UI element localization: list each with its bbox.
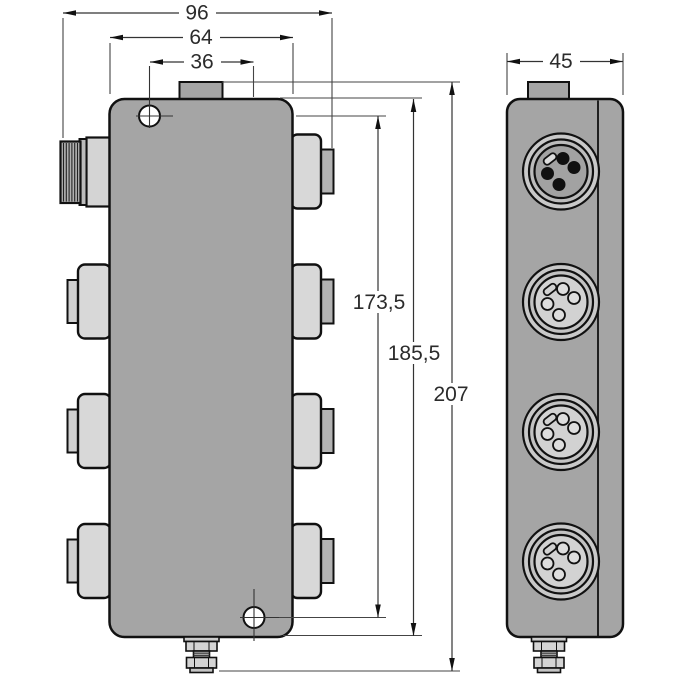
side-view: [505, 81, 625, 674]
dimension-body-height: 185,5: [386, 99, 443, 636]
dim-label-173-5: 173,5: [353, 291, 406, 314]
dim-label-185-5: 185,5: [388, 342, 441, 365]
dimension-hole-spacing: 173,5: [351, 116, 408, 618]
front-right-connector-1: [289, 133, 335, 210]
front-left-connector-threaded: [59, 136, 113, 208]
extension-lines: [62, 18, 624, 672]
front-left-connector-4: [66, 522, 113, 600]
dim-label-96: 96: [185, 2, 208, 25]
front-right-connector-3: [289, 392, 335, 470]
front-mounting-hole-top: [136, 66, 173, 128]
side-connector-3: [521, 392, 601, 472]
dim-label-64: 64: [189, 26, 213, 49]
front-view: [59, 66, 335, 674]
front-right-connector-4: [289, 522, 335, 600]
side-connector-2: [521, 262, 601, 342]
front-bottom-screw: [183, 636, 220, 674]
dim-label-207: 207: [433, 383, 468, 406]
dimension-side-width: 45: [507, 50, 623, 73]
dimension-body-width: 64: [110, 26, 293, 49]
front-left-connector-2: [66, 263, 113, 340]
front-right-connector-2: [289, 263, 335, 340]
dim-label-36: 36: [190, 51, 213, 74]
side-connector-1: [521, 132, 601, 211]
dimensions: 96 64 36 45: [62, 2, 624, 672]
dimension-overall-width: 96: [63, 2, 332, 25]
dimension-overall-height: 207: [431, 82, 473, 671]
front-body: [108, 97, 294, 639]
side-bottom-screw: [530, 636, 568, 674]
front-mounting-hole-bottom: [240, 589, 279, 641]
front-left-connector-3: [66, 392, 113, 470]
dim-label-45: 45: [549, 50, 572, 73]
dimension-hole-offset: 36: [150, 51, 254, 74]
side-connector-4: [521, 522, 601, 601]
